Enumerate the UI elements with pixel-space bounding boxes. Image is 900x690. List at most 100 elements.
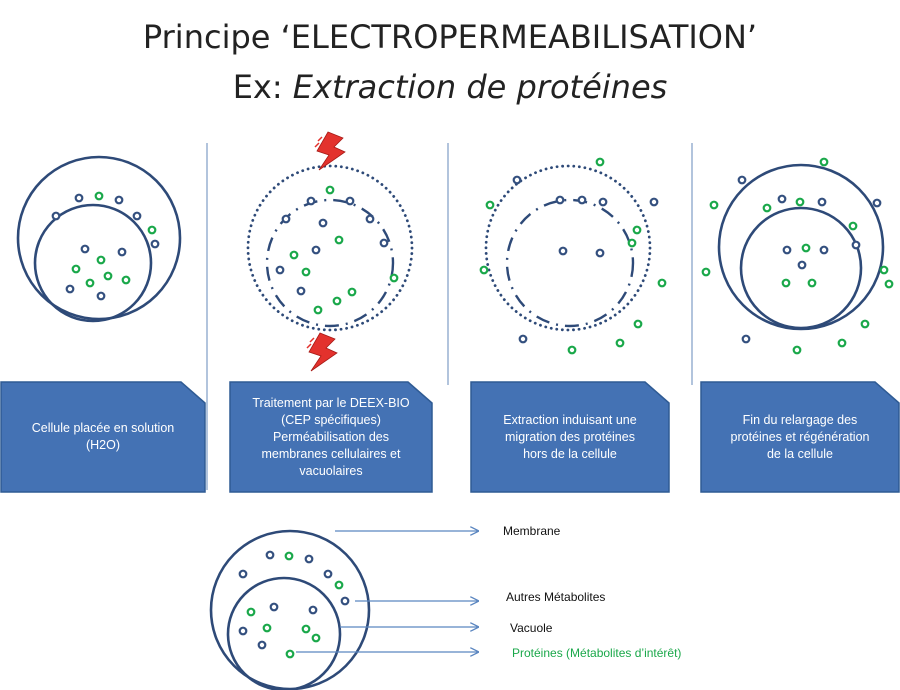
metabolite-dot [304,554,314,564]
metabolite-dot [851,240,861,250]
metabolite-dot [308,605,318,615]
protein-dot [837,338,847,348]
metabolite-dot [74,193,84,203]
protein-dot [334,235,344,245]
cell-stage-2 [246,164,414,332]
protein-dot [334,580,344,590]
step-2-text: Traitement par le DEEX-BIO (CEP spécifiq… [252,395,410,478]
metabolite-dot [238,626,248,636]
metabolite-dot [114,195,124,205]
title-text: Principe ‘ELECTROPERMEABILISATION’ [142,18,758,56]
protein-dot [121,275,131,285]
vacuole [226,576,342,690]
protein-dot [485,200,495,210]
protein-dot [615,338,625,348]
cell-stage-4 [717,163,885,331]
step-1-text: Cellule placée en solution (H2O) [31,421,175,452]
legend-autres-metabolites-label: Autres Métabolites [506,590,606,604]
metabolite-dot [238,569,248,579]
protein-dot [860,319,870,329]
protein-dot [313,305,323,315]
box-shape [229,381,433,493]
metabolite-dot [777,194,787,204]
metabolite-dot [518,334,528,344]
step-box-3: Extraction induisant une migration des p… [470,381,670,493]
protein-dot [792,345,802,355]
cell-stage-1 [16,155,182,323]
protein-dot [147,225,157,235]
metabolite-dot [323,569,333,579]
step-box-4: Fin du relargage des protéines et régéné… [700,381,900,493]
metabolite-dot [345,196,355,206]
metabolite-dot [782,245,792,255]
metabolite-dot [281,214,291,224]
protein-dot [311,633,321,643]
cell-membrane [16,155,182,321]
metabolite-dot [817,197,827,207]
protein-dot [284,551,294,561]
metabolite-dot [379,238,389,248]
protein-dot [332,296,342,306]
cell-stage-3 [484,164,652,332]
legend-vacuole-label: Vacuole [510,621,553,635]
protein-dot [94,191,104,201]
cell-membrane-dotted [484,164,652,332]
title-prefix: Ex: [232,68,293,106]
metabolite-dot [595,248,605,258]
step-4-text: Fin du relargage des protéines et régéné… [730,412,870,461]
legend-cell [209,529,371,690]
protein-dot [879,265,889,275]
title-italic: Extraction de protéines [292,68,668,106]
protein-dot [709,200,719,210]
step-box-1: Cellule placée en solution (H2O) [0,381,206,493]
metabolite-dot [306,196,316,206]
metabolite-dot [512,175,522,185]
protein-dot [479,265,489,275]
metabolite-dot [132,211,142,221]
metabolite-dot [318,218,328,228]
protein-dot [819,157,829,167]
vacuole [33,203,153,323]
metabolite-dot [96,291,106,301]
protein-dot [701,267,711,277]
box-shape [470,381,670,493]
protein-dot [262,623,272,633]
protein-dot [632,225,642,235]
lightning-icon [314,131,346,171]
protein-dot [285,649,295,659]
metabolite-dot [598,197,608,207]
metabolite-dot [150,239,160,249]
protein-dot [96,255,106,265]
metabolite-dot [577,195,587,205]
metabolite-dot [797,260,807,270]
metabolite-dot [311,245,321,255]
metabolite-dot [275,265,285,275]
lightning-icon [306,332,338,372]
box-shape [0,381,206,493]
protein-dot [71,264,81,274]
metabolite-dot [555,195,565,205]
title-line-2: Ex: Extraction de protéines [0,67,900,107]
protein-dot [567,345,577,355]
legend-arrows [296,531,479,652]
legend-proteines-label: Protéines (Métabolites d’intérêt) [512,646,682,660]
metabolite-dot [649,197,659,207]
vacuole-dashdot [265,198,395,328]
title-line-1: Principe ‘ELECTROPERMEABILISATION’ [0,17,900,57]
protein-dot [633,319,643,329]
protein-dot [301,267,311,277]
metabolite-dot [51,211,61,221]
legend-membrane-label: Membrane [503,524,561,538]
protein-dot [347,287,357,297]
metabolite-dot [80,244,90,254]
protein-dot [807,278,817,288]
step-3-text: Extraction induisant une migration des p… [503,412,637,461]
metabolite-dot [340,596,350,606]
protein-dot [325,185,335,195]
metabolite-dot [737,175,747,185]
vacuole-dashdot [505,198,635,328]
metabolite-dots [51,157,894,659]
metabolite-dot [269,602,279,612]
step-box-2: Traitement par le DEEX-BIO (CEP spécifiq… [229,381,433,493]
cell-membrane-dotted [246,164,414,332]
